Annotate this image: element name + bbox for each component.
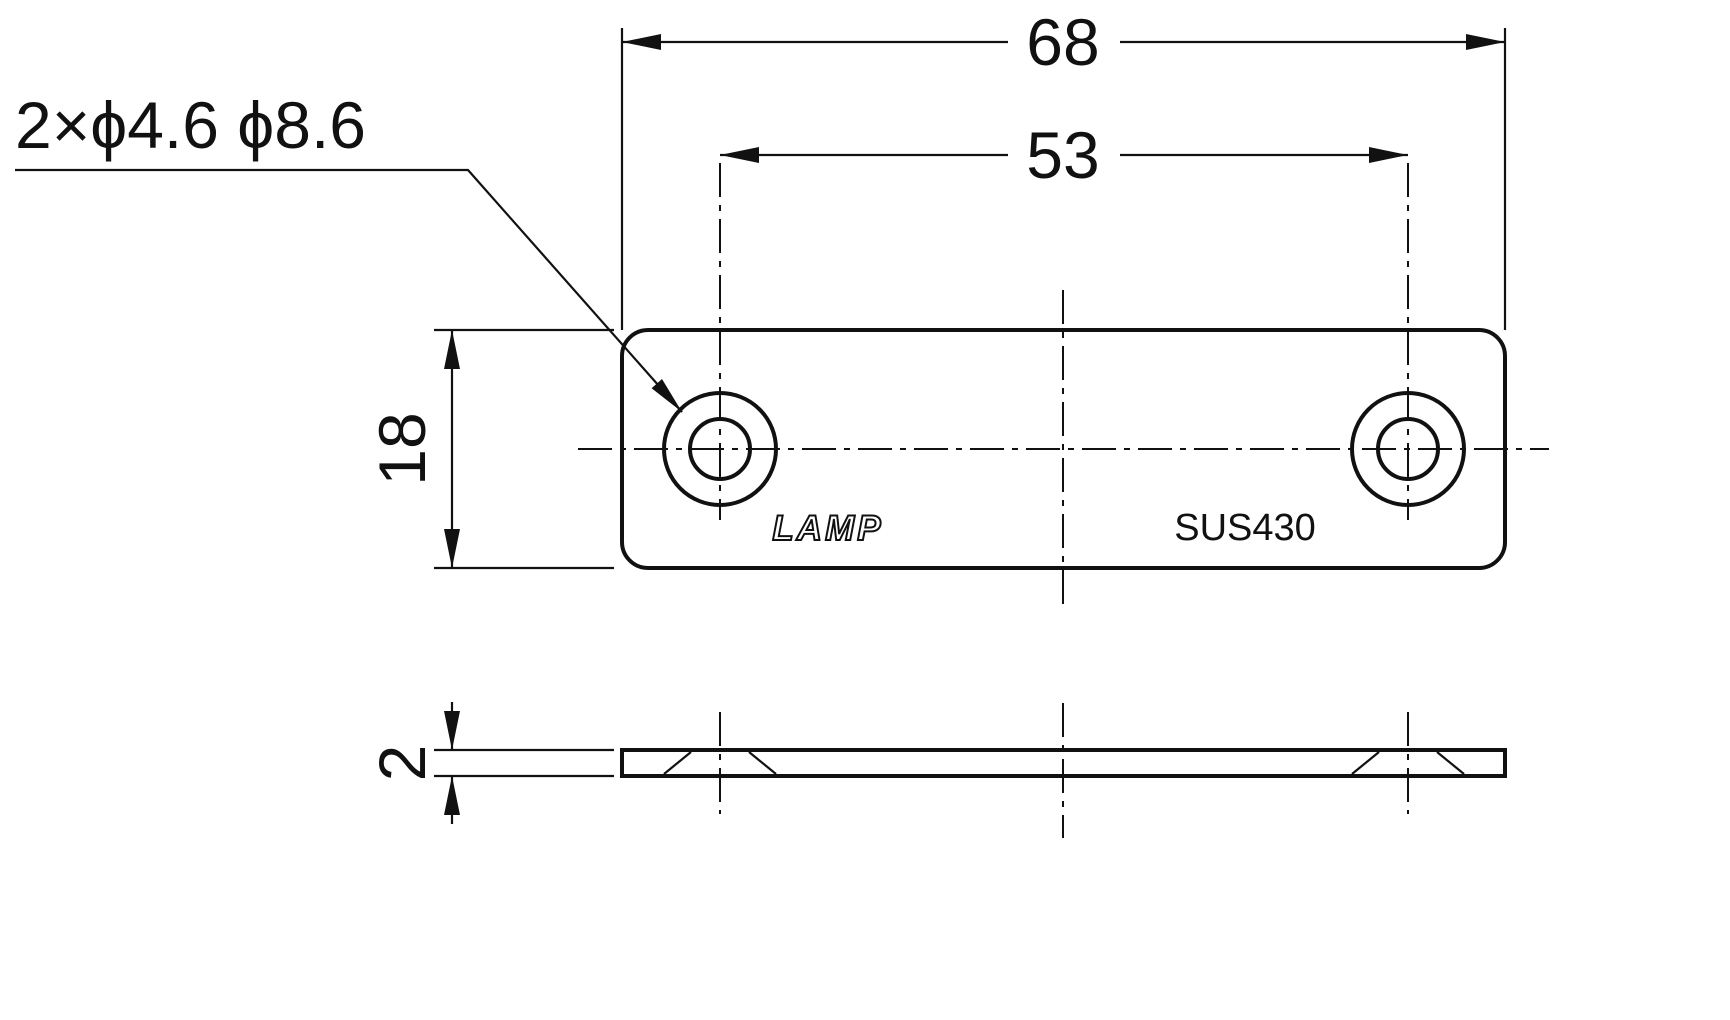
brand-logo: LAMP [772,509,883,548]
arrowhead-down-icon [444,529,460,568]
dim-overall-width-value: 68 [1026,5,1099,79]
arrowhead-up-icon [444,776,460,815]
dim-hole-pitch-value: 53 [1026,118,1099,192]
dimension-overall-width: 68 [620,5,1507,330]
arrowhead-up-icon [444,330,460,369]
arrowhead-down-icon [444,711,460,750]
arrowhead-right-icon [1369,147,1408,163]
hole-callout-text: 2×ϕ4.6 ϕ8.6 [15,88,366,162]
dimension-plate-thickness: 2 [365,702,614,824]
right-countersink-chamfer [1351,751,1380,775]
dim-plate-height-value: 18 [365,412,439,485]
hole-callout: 2×ϕ4.6 ϕ8.6 [15,88,683,413]
left-countersink-chamfer [663,751,692,775]
leader-arrowhead-icon [651,379,682,412]
dim-plate-thickness-value: 2 [365,745,439,782]
material-label: SUS430 [1174,507,1316,549]
arrowhead-right-icon [1466,34,1505,50]
leader-line [15,168,683,413]
right-countersink-chamfer [1436,751,1465,775]
dimension-plate-height: 18 [365,328,614,570]
left-countersink-chamfer [748,751,777,775]
arrowhead-left-icon [622,34,661,50]
top-view: LAMP SUS430 [578,163,1549,606]
side-view [620,703,1507,838]
arrowhead-left-icon [720,147,759,163]
dimension-hole-pitch: 53 [720,118,1408,192]
